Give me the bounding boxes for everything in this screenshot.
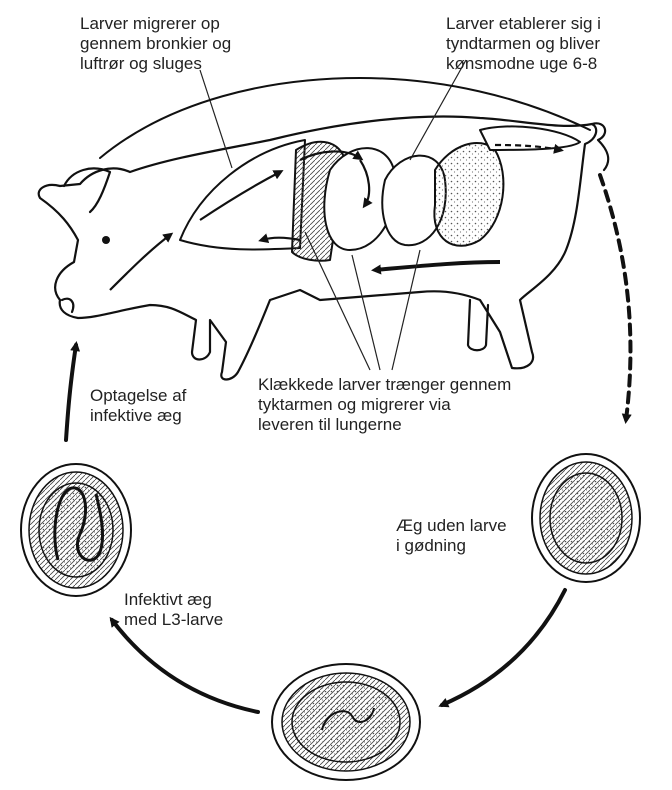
cycle-arrow-to-pig (64, 341, 81, 442)
pig-body-outline (37, 115, 598, 381)
arrow-lung-loop (299, 150, 364, 161)
cycle-arc-top (99, 76, 591, 159)
pig-snout (60, 297, 75, 314)
label-egg-in-feces: Æg uden larve i gødning (396, 516, 507, 555)
arrow-trachea (109, 232, 174, 291)
egg-infective-l3 (20, 463, 132, 597)
arrow-rectum (494, 143, 564, 154)
egg-unembryonated (531, 453, 641, 583)
arrow-lung-up (199, 170, 284, 221)
pig-illustration (37, 115, 610, 381)
cycle-arrow-to-infective (109, 616, 260, 714)
pig-ear (62, 167, 112, 214)
label-larvae-small-intestine: Larver etablerer sig i tyndtarmen og bli… (446, 14, 601, 73)
migration-arrows (109, 143, 564, 291)
pig-tail (590, 122, 610, 172)
pig-organs (179, 125, 581, 262)
arrow-migrate-back (371, 260, 501, 275)
label-uptake: Optagelse af infektive æg (90, 386, 187, 425)
label-hatched-larvae: Klækkede larver trænger gennem tyktarmen… (258, 375, 512, 434)
label-infective-egg: Infektivt æg med L3-larve (124, 590, 224, 629)
pig-eye (102, 236, 110, 244)
cycle-arrows (64, 76, 633, 714)
label-larvae-migrate-bronchi: Larver migrerer op gennem bronkier og lu… (80, 14, 232, 73)
cycle-arrow-to-developing (438, 588, 567, 708)
cycle-arrow-to-feces (598, 173, 633, 424)
intestine-coil-2 (433, 141, 505, 247)
arrow-intestine (359, 159, 373, 209)
egg-developing (271, 663, 421, 781)
leader-lines (199, 59, 467, 371)
lung-shape (179, 139, 306, 251)
arrow-to-lungs (258, 233, 301, 244)
